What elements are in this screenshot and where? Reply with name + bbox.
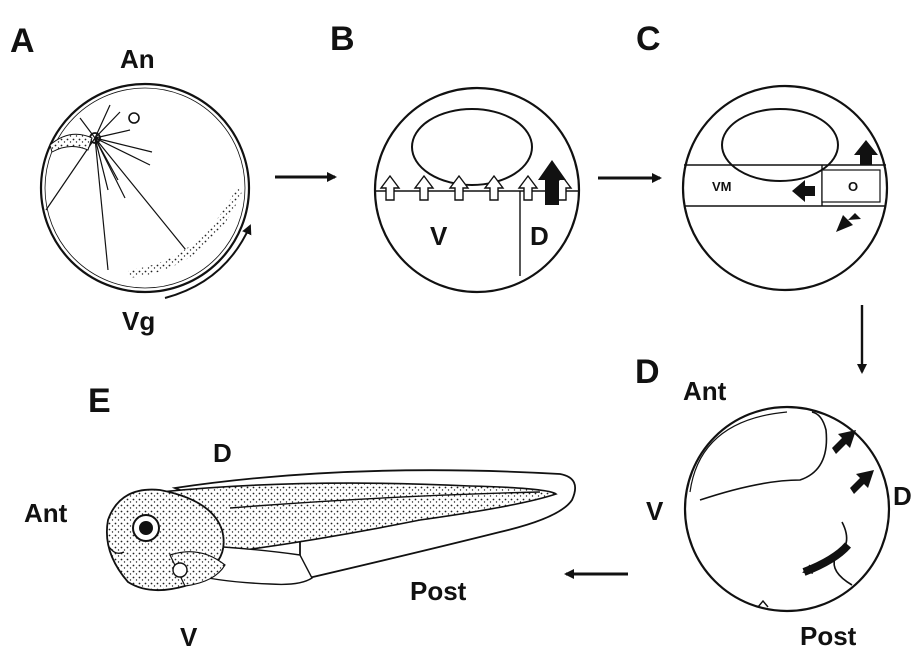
blastocoel-b	[412, 109, 532, 185]
panel-c-letter: C	[636, 20, 661, 58]
blastocoel-c	[722, 109, 838, 181]
panel-b-dorsal-label: D	[530, 221, 549, 251]
cement-gland	[173, 563, 187, 577]
archenteron-d	[700, 412, 826, 500]
panel-e-ventral-label: V	[180, 622, 198, 651]
panel-c-o-label: O	[848, 179, 858, 194]
panel-d: D Ant V D Post	[635, 353, 912, 651]
solid-arrow-d1	[832, 430, 856, 454]
panel-a-vegetal-label: Vg	[122, 306, 155, 336]
small-nucleus	[129, 113, 139, 123]
open-arrow	[381, 176, 399, 200]
egg-d-inner-rim	[690, 412, 787, 492]
panel-d-posterior-label: Post	[800, 621, 857, 651]
panel-d-ventral-label: V	[646, 496, 664, 526]
egg-a-inner-rim	[45, 88, 245, 288]
eye-pupil	[139, 521, 153, 535]
panel-e-dorsal-label: D	[213, 438, 232, 468]
egg-a	[41, 84, 249, 292]
blastopore-notch	[758, 601, 768, 607]
cortical-crescent	[50, 134, 92, 152]
panel-a: A An Vg	[10, 22, 250, 336]
panel-e-posterior-label: Post	[410, 576, 467, 606]
panel-c: C VM O	[636, 20, 887, 290]
panel-b-ventral-label: V	[430, 221, 448, 251]
panel-e: E D Ant Post V	[24, 382, 575, 651]
panel-b-letter: B	[330, 20, 355, 58]
panel-b: B V D	[330, 20, 579, 292]
panel-d-letter: D	[635, 353, 660, 391]
panel-d-dorsal-label: D	[893, 481, 912, 511]
solid-arrow-up-c	[854, 140, 878, 165]
panel-a-animal-label: An	[120, 44, 155, 74]
panel-c-vm-label: VM	[712, 179, 732, 194]
aster-rays	[46, 105, 190, 270]
open-arrow	[415, 176, 433, 200]
solid-arrow-down-left-c	[836, 213, 861, 232]
solid-arrow-left-c	[792, 180, 815, 202]
curved-arrow-d	[804, 545, 848, 572]
panel-e-letter: E	[88, 382, 111, 420]
tadpole-illustration	[107, 470, 575, 590]
panel-a-letter: A	[10, 22, 35, 60]
open-arrow	[519, 176, 537, 200]
panel-d-anterior-label: Ant	[683, 376, 727, 406]
solid-arrow-d2	[850, 470, 874, 494]
egg-d	[685, 407, 889, 611]
panel-e-anterior-label: Ant	[24, 498, 68, 528]
